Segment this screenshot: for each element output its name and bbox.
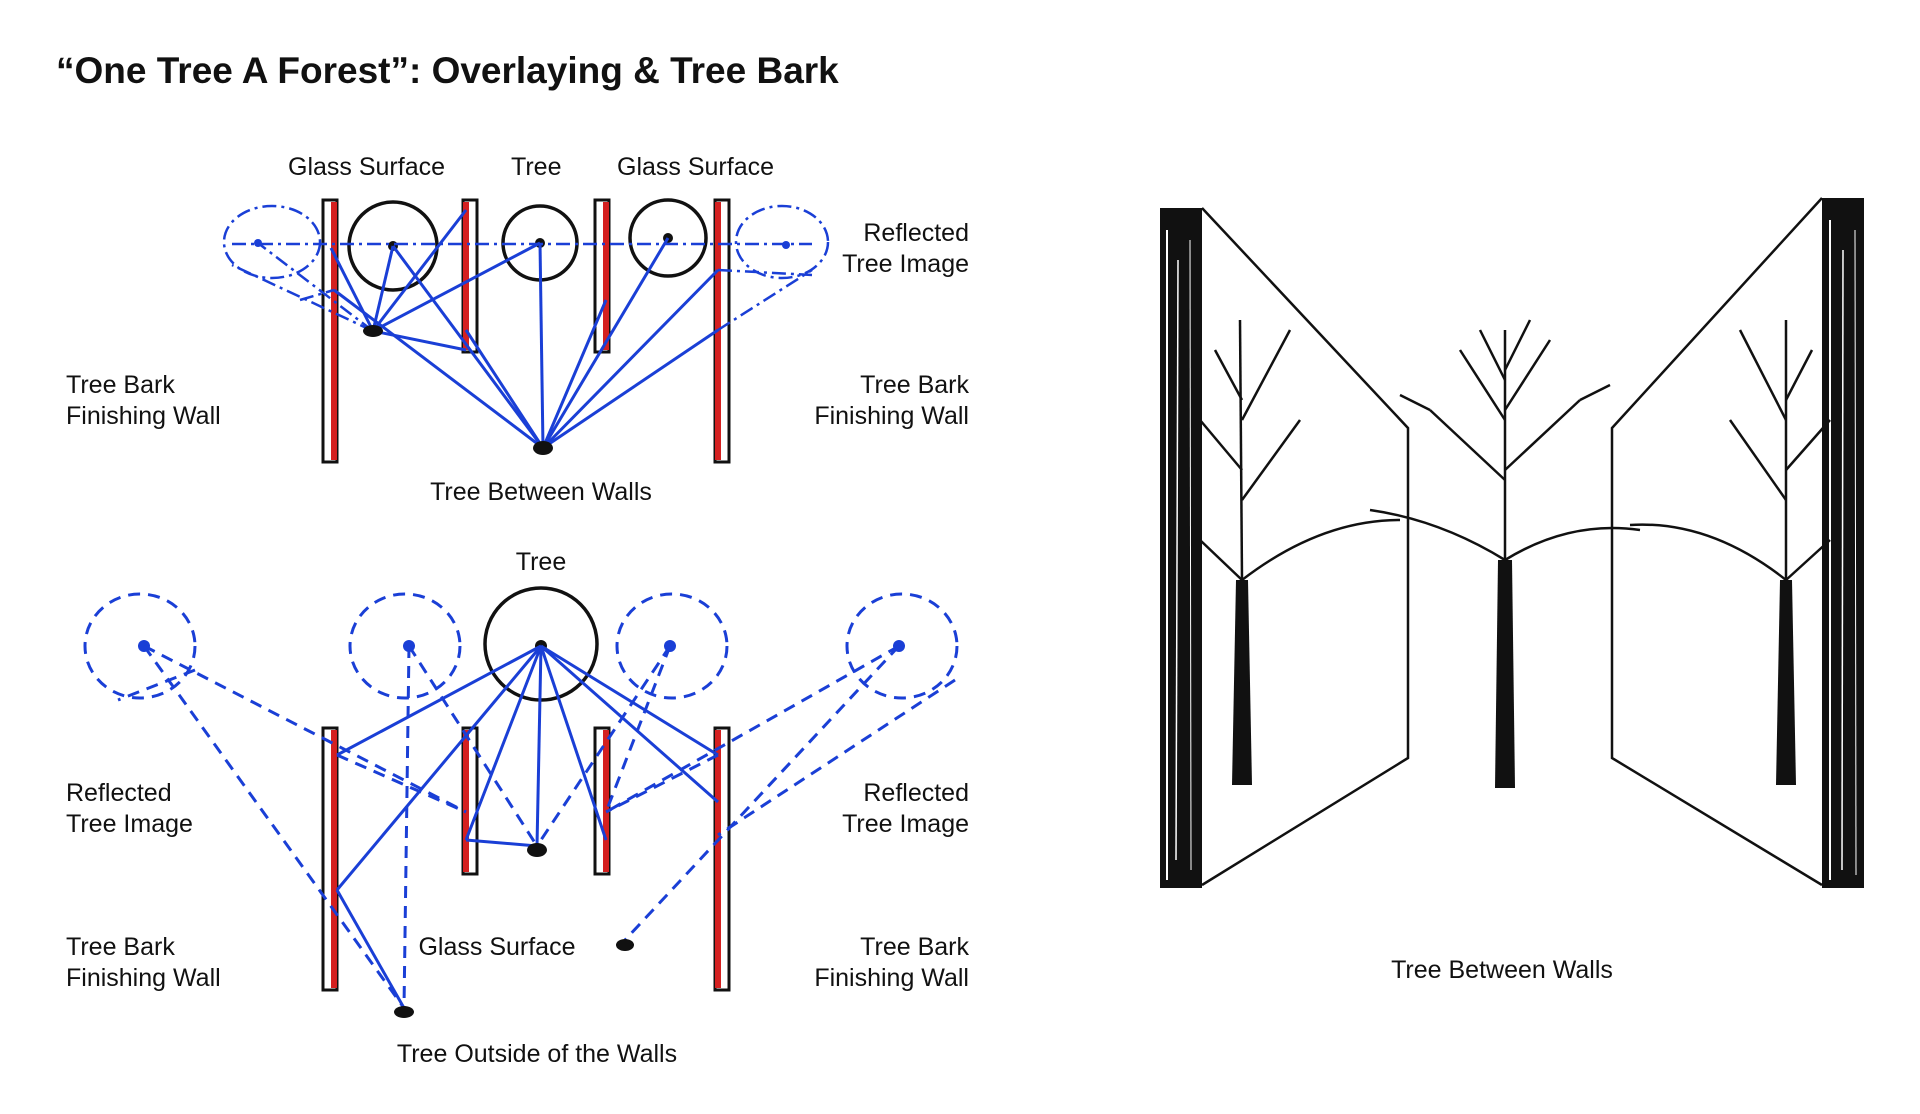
- label-bark-right-line2: Finishing Wall: [814, 402, 969, 430]
- bottom-diagram: Tree Reflected Tree Image Reflected Tree…: [66, 548, 969, 1068]
- top-diagram: Glass Surface Tree Glass Surface Reflect…: [66, 153, 969, 506]
- bottom-rays-dashed: [117, 644, 956, 1009]
- reflected-tree-circle: [83, 592, 197, 700]
- label-tree: Tree: [516, 548, 566, 576]
- top-walls: [321, 198, 731, 464]
- label-reflected-line1: Reflected: [863, 219, 969, 247]
- label-glass-surface: Glass Surface: [418, 933, 575, 961]
- reflected-tree-left: [1199, 319, 1401, 785]
- caption-top: Tree Between Walls: [430, 478, 652, 506]
- viewer-mark: [527, 843, 547, 857]
- caption-bottom: Tree Outside of the Walls: [397, 1040, 677, 1068]
- label-glass-surface-right: Glass Surface: [617, 153, 774, 181]
- reflected-tree-right: [1629, 320, 1831, 785]
- label-bark-right-line1: Tree Bark: [860, 933, 969, 961]
- reflected-tree-circle: [222, 204, 322, 280]
- tree-circle: [628, 198, 708, 278]
- reflected-tree-circle: [348, 592, 462, 700]
- viewer-mark: [363, 325, 383, 337]
- label-reflected-left-line2: Tree Image: [66, 810, 193, 838]
- page-title: “One Tree A Forest”: Overlaying & Tree B…: [56, 50, 839, 91]
- label-bark-left-line2: Finishing Wall: [66, 402, 221, 430]
- label-bark-left-line1: Tree Bark: [66, 371, 175, 399]
- bottom-rays-solid: [335, 644, 719, 1009]
- label-bark-right-line1: Tree Bark: [860, 371, 969, 399]
- label-reflected-left-line1: Reflected: [66, 779, 172, 807]
- bottom-walls: [321, 726, 731, 992]
- viewer-mark: [616, 939, 634, 951]
- label-bark-left-line2: Finishing Wall: [66, 964, 221, 992]
- label-bark-left-line1: Tree Bark: [66, 933, 175, 961]
- viewer-mark: [533, 441, 553, 455]
- label-reflected-right-line2: Tree Image: [842, 810, 969, 838]
- top-rays-left: [231, 209, 541, 352]
- viewer-mark: [394, 1006, 414, 1018]
- label-glass-surface-left: Glass Surface: [288, 153, 445, 181]
- reflected-tree-circle: [734, 204, 830, 280]
- label-reflected-line2: Tree Image: [842, 250, 969, 278]
- reflected-tree-circle: [845, 592, 959, 700]
- label-reflected-right-line1: Reflected: [863, 779, 969, 807]
- label-bark-right-line2: Finishing Wall: [814, 964, 969, 992]
- perspective-sketch: Tree Between Walls: [1160, 197, 1864, 984]
- center-tree: [1369, 319, 1641, 788]
- label-tree: Tree: [511, 153, 561, 181]
- reflected-tree-circle: [615, 592, 729, 700]
- glass-panel-right: [1610, 197, 1823, 887]
- top-rays-bottom: [299, 237, 813, 450]
- glass-panel-left: [1201, 207, 1410, 887]
- caption-sketch: Tree Between Walls: [1391, 956, 1613, 984]
